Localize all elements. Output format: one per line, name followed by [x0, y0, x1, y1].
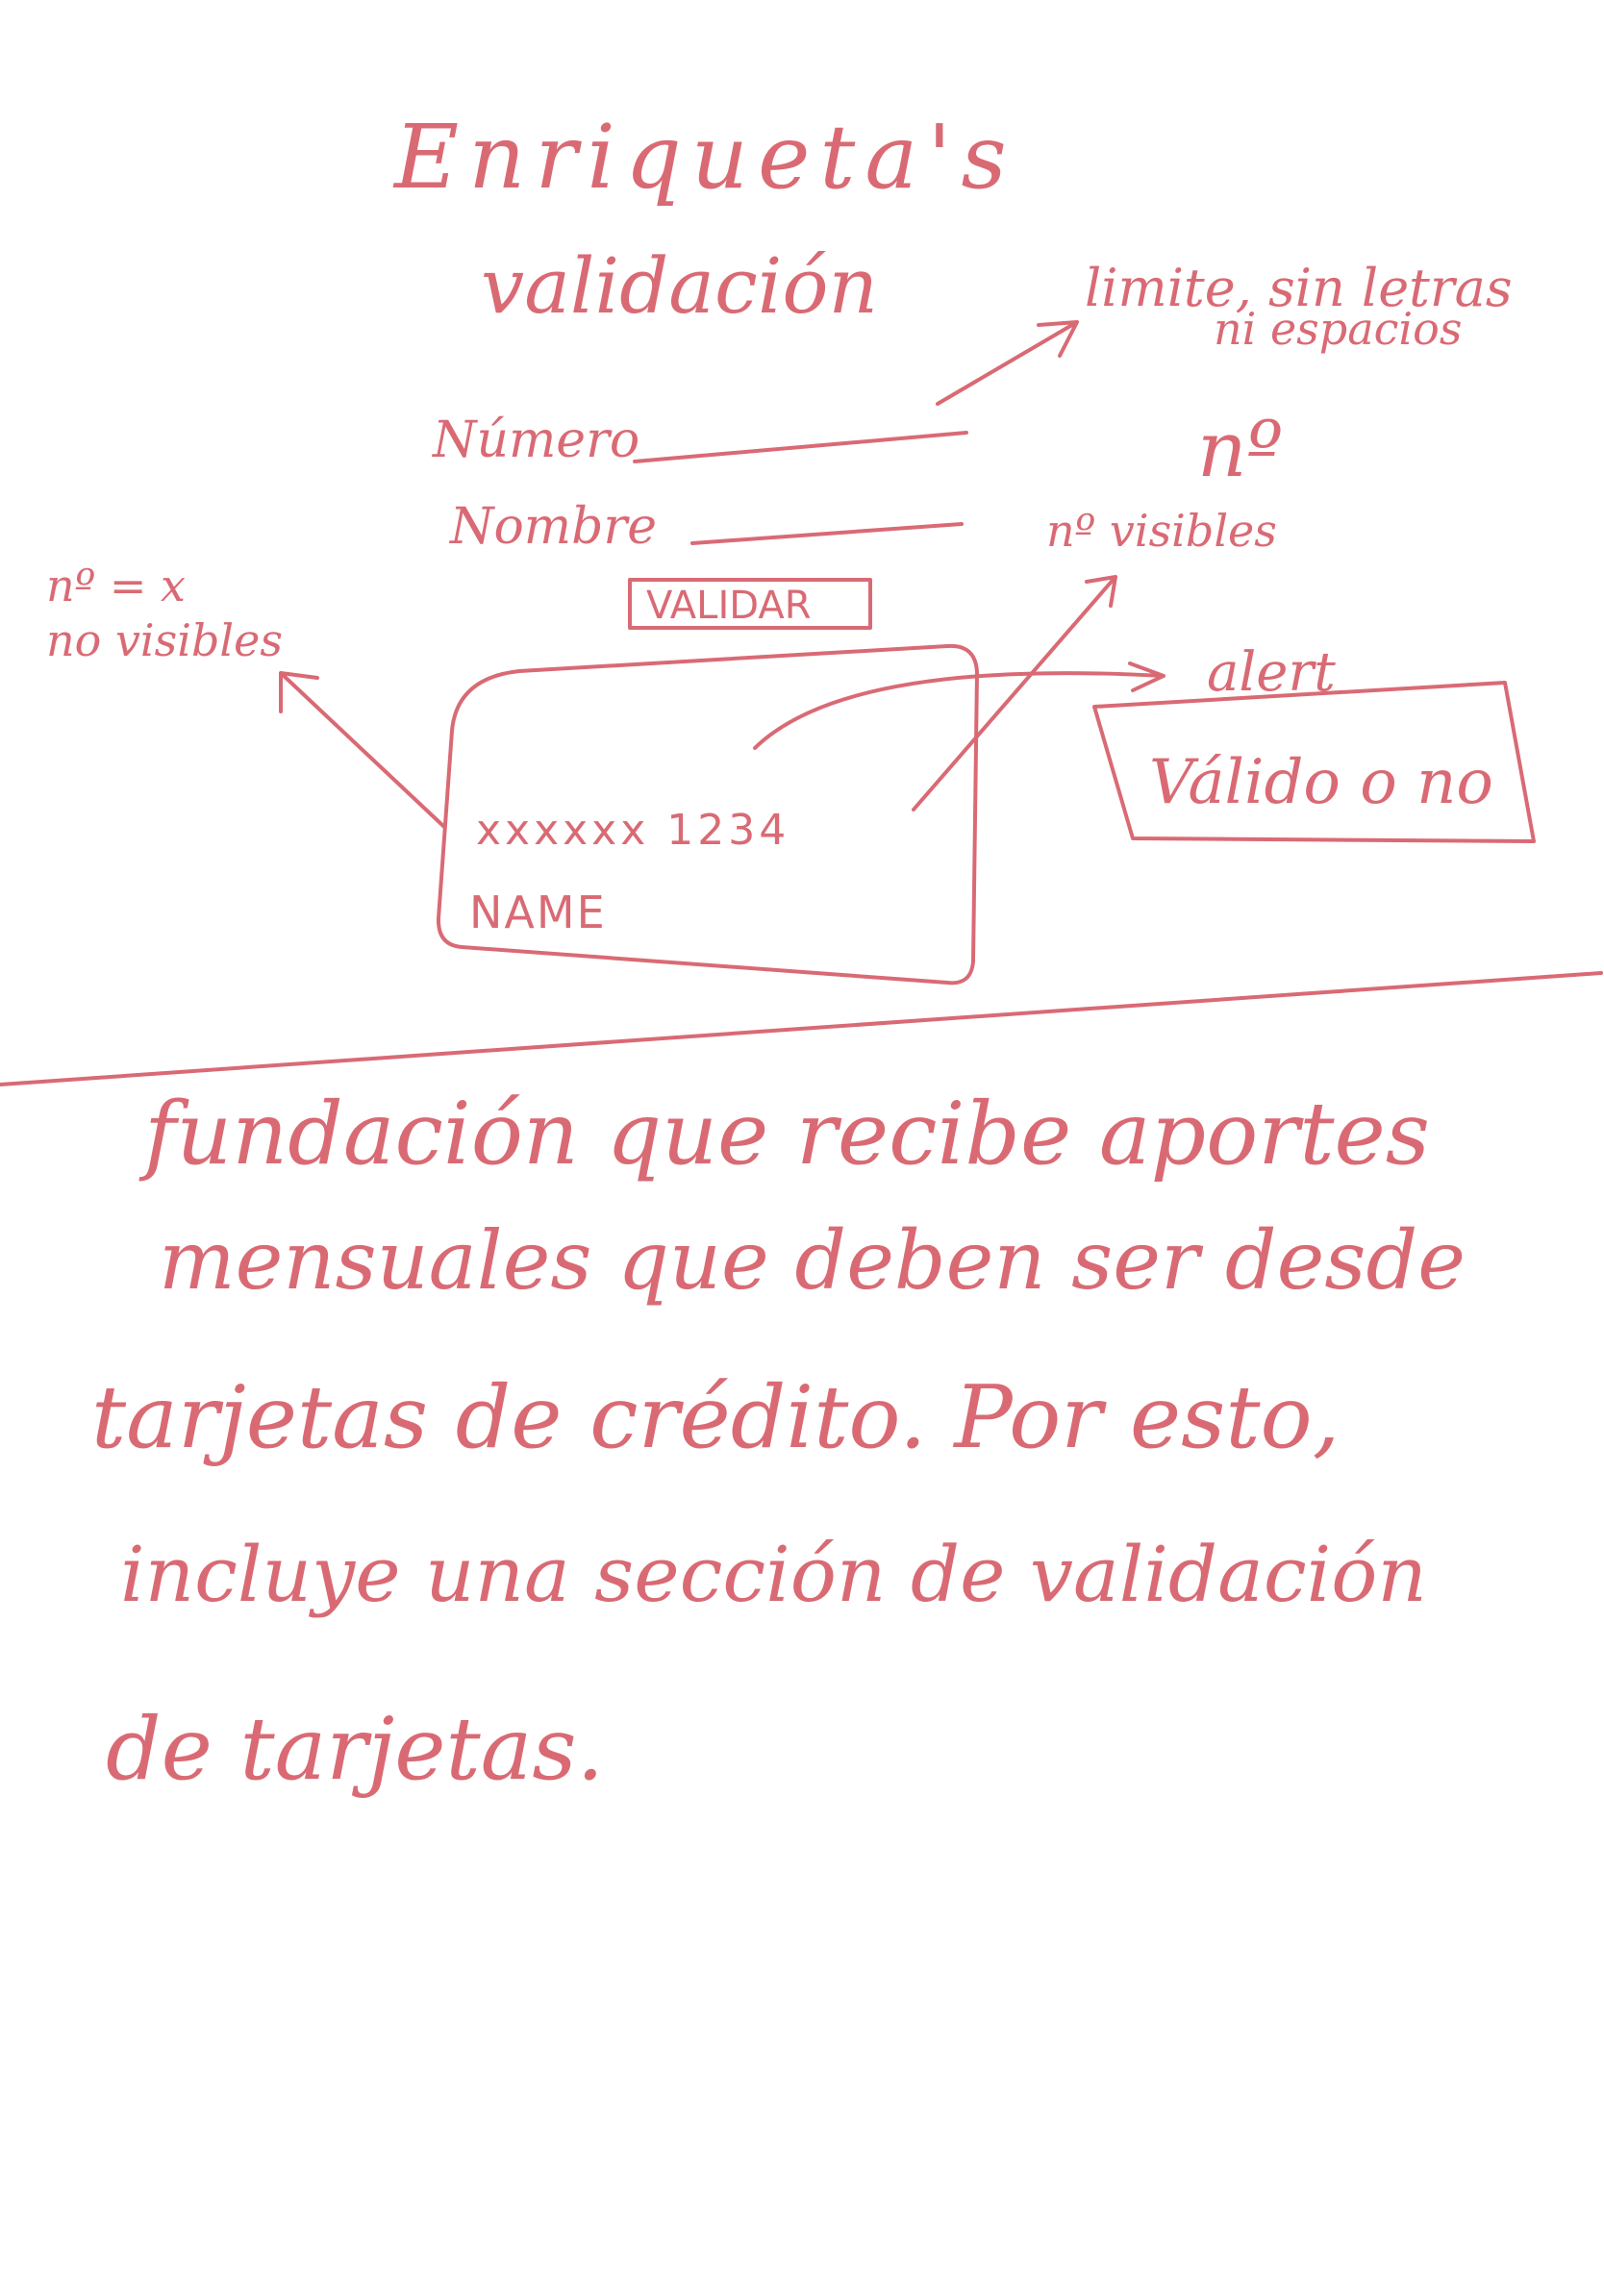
- alert-message: Válido o no: [1149, 747, 1493, 818]
- validate-button-label: VALIDAR: [646, 584, 812, 628]
- card-holder-name: NAME: [469, 886, 607, 938]
- number-field-note-2: ni espacios: [1214, 303, 1462, 355]
- validate-button[interactable]: [628, 578, 872, 630]
- visible-digits-note: nº visibles: [1046, 505, 1277, 557]
- name-note-symbol: nº: [1197, 405, 1283, 494]
- description-line-2: mensuales que deben ser desde: [159, 1213, 1466, 1308]
- description-line-3: tarjetas de crédito. Por esto,: [91, 1367, 1340, 1468]
- section-divider: [0, 971, 1603, 1086]
- name-label: Nombre: [448, 498, 657, 556]
- alert-box: [1092, 681, 1536, 843]
- description-line-5: de tarjetas.: [106, 1699, 604, 1800]
- number-arrow: [936, 320, 1079, 406]
- hidden-digits-note-2: no visibles: [46, 614, 283, 666]
- card-masked-number: xxxxxx 1234: [476, 806, 789, 855]
- page-subtitle: validación: [481, 241, 878, 331]
- hidden-digits-note: nº = x: [46, 560, 186, 611]
- description-line-1: fundación que recibe aportes: [138, 1084, 1430, 1185]
- number-label: Número: [431, 412, 639, 469]
- hidden-digits-arrow: [279, 671, 446, 829]
- name-line: [690, 522, 964, 545]
- page-title: Enriqueta's: [392, 106, 1016, 209]
- alert-arrow: [753, 661, 1165, 750]
- card-outline: [436, 643, 979, 986]
- description-line-4: incluye una sección de validación: [120, 1530, 1427, 1619]
- number-field-note: limite, sin letras: [1085, 258, 1513, 318]
- number-line: [633, 431, 968, 463]
- visible-digits-arrow: [912, 575, 1117, 811]
